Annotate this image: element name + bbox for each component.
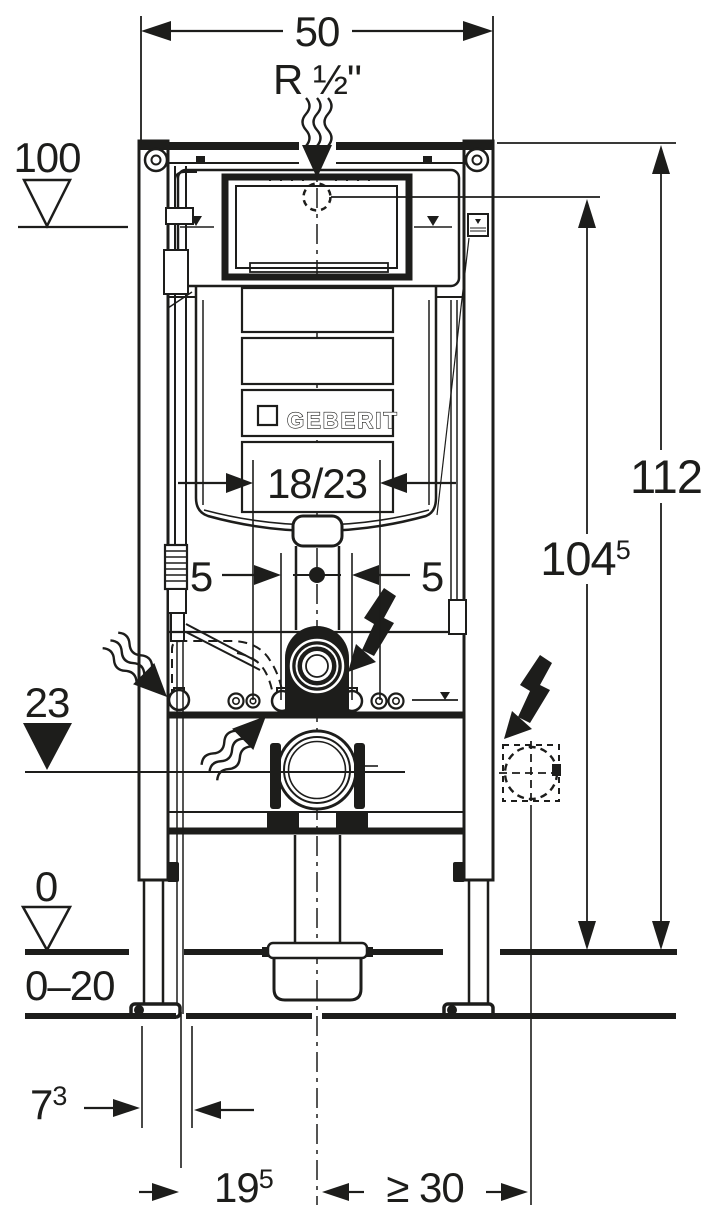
frame-legs: [129, 862, 495, 1019]
level-23: 23: [23, 679, 405, 773]
lower-chamber: [167, 300, 467, 1014]
label-offset-5-right: 5: [421, 553, 443, 600]
floor-lines: [25, 949, 677, 1019]
lightning-icon-socket: [504, 655, 552, 739]
filled-triangle-icon: [23, 723, 72, 770]
dim-drain-19-5: 195: [139, 1164, 274, 1211]
scale-ticks: [269, 174, 370, 181]
thread-hatching: [166, 550, 186, 582]
power-socket-symbol: [499, 741, 563, 805]
label-height-104-5: 1045: [540, 532, 629, 585]
dim-height-112: 112: [497, 142, 703, 950]
geberit-logo-text: GEBERIT: [287, 408, 399, 433]
supply-connection-dashed-circle: [302, 182, 332, 212]
dim-offset-5-right: 5: [351, 553, 444, 700]
level-100: 100: [13, 134, 128, 229]
flush-socket: [285, 626, 349, 712]
dim-plate-18-23: 18/23: [178, 460, 456, 700]
label-level-0: 0: [35, 863, 57, 910]
drain-socket-body: [272, 958, 363, 1002]
geberit-logo: GEBERIT: [256, 404, 399, 434]
level-0: 0: [20, 863, 73, 953]
extension-lines-below-floor: [141, 805, 532, 1205]
drain-socket-rim: [266, 941, 369, 960]
label-socket-min-30: ≥ 30: [386, 1164, 463, 1211]
mounting-frame: [137, 139, 495, 882]
center-point-marker: [293, 567, 341, 583]
label-drain-19-5: 195: [214, 1164, 273, 1211]
label-level-23: 23: [25, 679, 70, 726]
dim-offset-5-left: 5: [190, 553, 282, 700]
label-offset-5-left: 5: [190, 553, 212, 600]
open-triangle-icon: [20, 905, 73, 953]
corner-screw-right: [464, 147, 490, 173]
label-level-100: 100: [13, 134, 80, 181]
lightning-icon-inner: [348, 588, 396, 672]
concealed-cistern: GEBERIT: [167, 213, 489, 533]
drain-pipe: [262, 835, 373, 1002]
water-level-mark-small: [440, 692, 450, 700]
dim-height-104-5: 1045: [540, 199, 631, 950]
label-width-50: 50: [295, 8, 340, 55]
label-thread-r12: R ½": [273, 56, 361, 103]
corner-screw-left: [143, 147, 169, 173]
label-height-112: 112: [630, 450, 702, 503]
service-label: [467, 213, 489, 237]
fill-valve-assembly: [163, 166, 261, 671]
water-flow-icon-top: [300, 96, 334, 180]
flush-bend-dashed: [171, 640, 284, 698]
dim-socket-min-30: ≥ 30: [322, 1164, 528, 1211]
dim-pipe-7-3: 73: [30, 1081, 254, 1128]
flush-plate-opening: [176, 168, 600, 288]
label-plate-18-23: 18/23: [267, 460, 367, 507]
label-pipe-7-3: 73: [30, 1081, 66, 1128]
dim-width-50: 50: [140, 8, 494, 140]
flush-pipe-channel-cap: [291, 514, 344, 548]
open-triangle-icon: [21, 178, 73, 229]
label-floor-buildup: 0–20: [25, 962, 114, 1009]
drain-bend: [270, 729, 378, 811]
water-level-mark-right: [427, 216, 439, 226]
symbols: [98, 96, 563, 805]
